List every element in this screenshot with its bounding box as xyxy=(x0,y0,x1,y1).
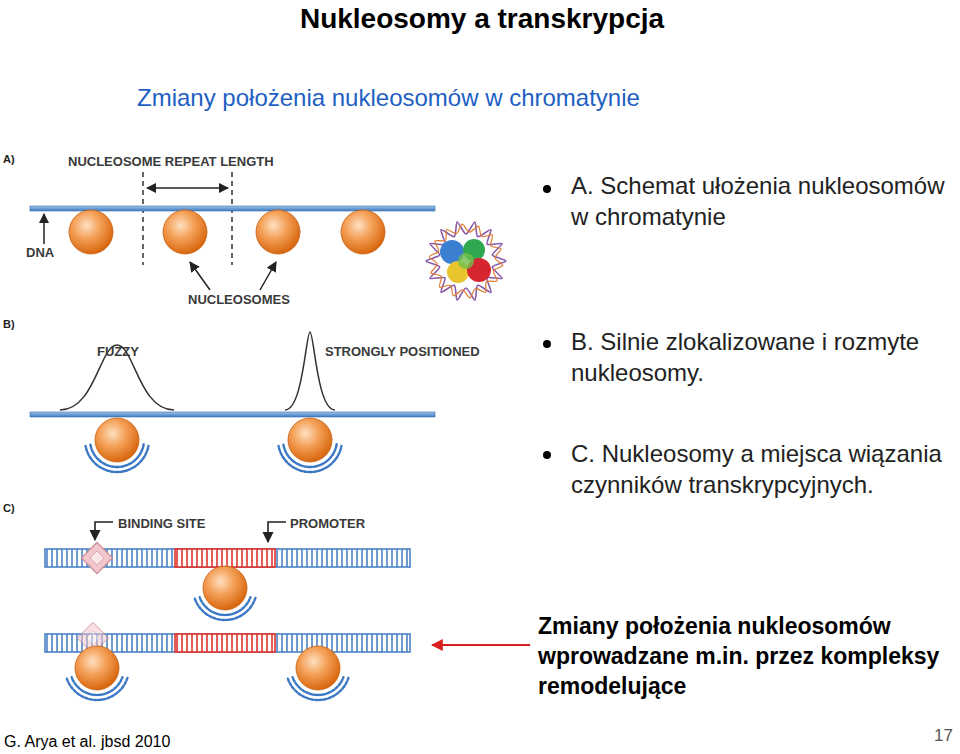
bullet-text: B. Silnie zlokalizowane i rozmyte nukleo… xyxy=(571,326,957,388)
note-text: Zmiany położenia nukleosomów wprowadzane… xyxy=(538,612,956,702)
panel-letter: A) xyxy=(3,153,15,166)
panel-label: STRONGLY POSITIONED xyxy=(325,344,480,360)
panel-label: NUCLEOSOME REPEAT LENGTH xyxy=(68,154,274,170)
citation: G. Arya et al. jbsd 2010 xyxy=(4,732,170,751)
panel-letter: C) xyxy=(3,502,15,515)
panel-label: NUCLEOSOMES xyxy=(188,292,290,308)
bullet-text: C. Nukleosomy a miejsca wiązania czynnik… xyxy=(571,438,957,500)
subtitle: Zmiany położenia nukleosomów w chromatyn… xyxy=(137,84,640,113)
slide-title: Nukleosomy a transkrypcja xyxy=(2,2,960,36)
panel-label: BINDING SITE xyxy=(118,516,205,532)
panel-label: PROMOTER xyxy=(290,516,365,532)
bullet-text: A. Schemat ułożenia nukleosomów w chroma… xyxy=(571,170,957,232)
page-number: 17 xyxy=(934,726,953,746)
panel-label: FUZZY xyxy=(97,344,139,360)
panel-label: DNA xyxy=(26,245,54,261)
panel-letter: B) xyxy=(3,318,15,331)
